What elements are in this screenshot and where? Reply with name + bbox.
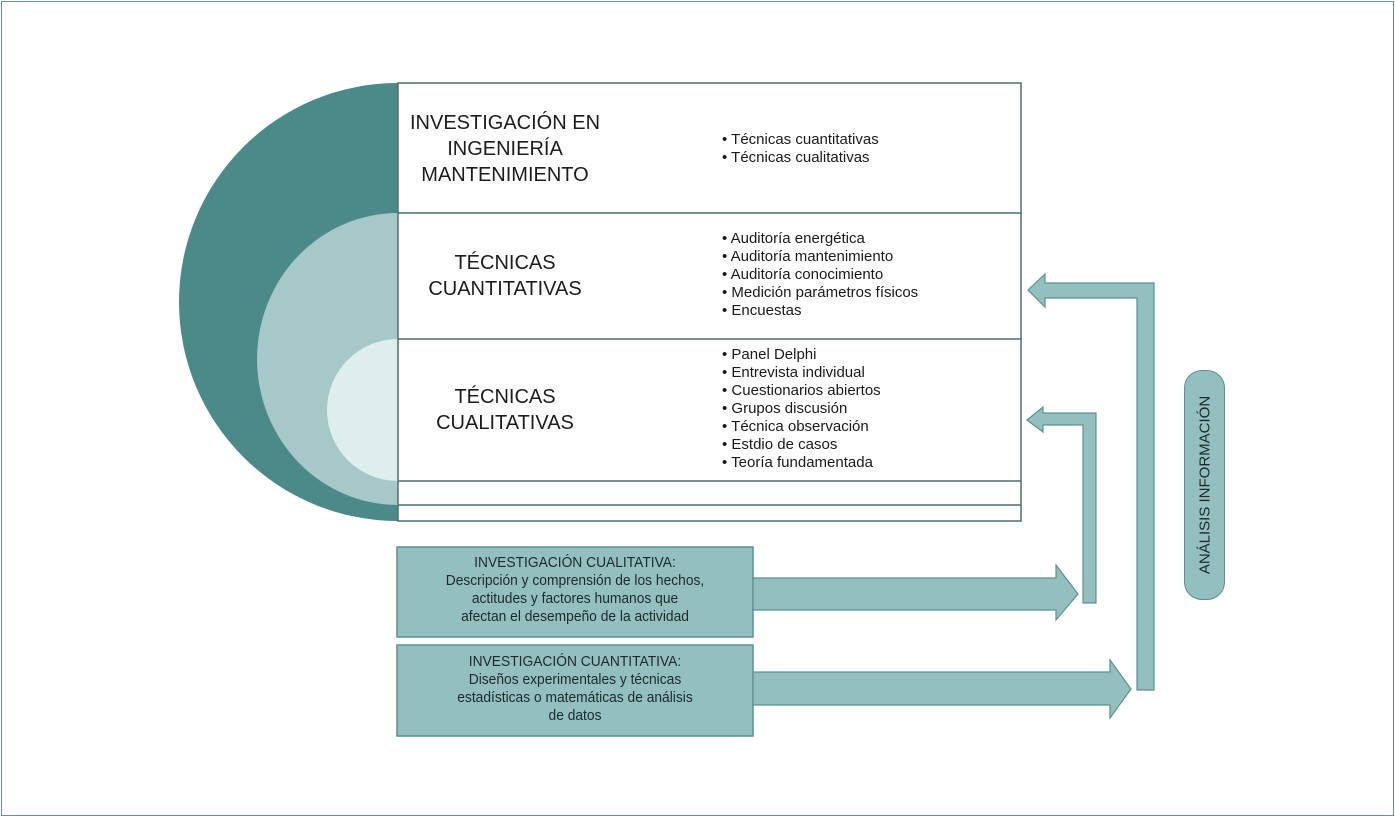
list-item: Auditoría energética	[722, 230, 918, 248]
box-line: estadísticas o matemáticas de análisis	[457, 689, 693, 706]
list-item: Medición parámetros físicos	[722, 284, 918, 302]
list-item: Técnicas cualitativas	[722, 149, 879, 167]
list-item: Cuestionarios abiertos	[722, 382, 880, 400]
box-line: de datos	[548, 707, 602, 724]
inner-half-circle	[327, 339, 398, 481]
qualitative-box	[396, 546, 754, 638]
quantitative-list: Auditoría energética Auditoría mantenimi…	[722, 230, 919, 320]
qualitative-list: Panel Delphi Entrevista individual Cuest…	[722, 346, 881, 472]
list-item: Auditoría conocimiento	[722, 266, 918, 284]
row-title-quantitative: TÉCNICAS CUANTITATIVAS	[405, 250, 605, 302]
list-item: Técnica observación	[722, 418, 881, 436]
box-heading: INVESTIGACIÓN CUALITATIVA:	[474, 554, 676, 571]
box-line: Descripción y comprensión de los hechos,	[445, 572, 705, 589]
analysis-label-pill: ANÁLISIS INFORMACIÓN	[1184, 370, 1225, 600]
analysis-label: ANÁLISIS INFORMACIÓN	[1196, 395, 1213, 575]
box-line: actitudes y factores humanos que	[471, 590, 679, 607]
quantitative-arrow	[752, 658, 1132, 720]
investigation-list: Técnicas cuantitativas Técnicas cualitat…	[722, 131, 879, 167]
list-item: Auditoría mantenimiento	[722, 248, 918, 266]
list-item: Entrevista individual	[722, 364, 881, 382]
list-item: Panel Delphi	[722, 346, 881, 364]
quantitative-box	[396, 644, 754, 737]
list-item: Estdio de casos	[722, 436, 881, 454]
title-line: CUANTITATIVAS	[428, 278, 582, 300]
box-line: afectan el desempeño de la actividad	[461, 608, 689, 625]
title-line: TÉCNICAS	[454, 252, 556, 274]
list-item: Grupos discusión	[722, 400, 881, 418]
list-item: Técnicas cuantitativas	[722, 131, 879, 149]
title-line: MANTENIMIENTO	[421, 164, 589, 186]
quantitative-box-text: INVESTIGACIÓN CUANTITATIVA: Diseños expe…	[411, 653, 739, 725]
return-arrow-qualitative	[1026, 405, 1097, 604]
title-line: INGENIERÍA	[447, 138, 563, 160]
list-item: Encuestas	[722, 302, 918, 320]
list-item: Teoría fundamentada	[722, 454, 881, 472]
title-line: CUALITATIVAS	[436, 412, 574, 434]
return-arrow-quantitative	[1027, 272, 1155, 691]
box-line: Diseños experimentales y técnicas	[468, 671, 682, 688]
title-line: INVESTIGACIÓN EN	[409, 112, 601, 134]
qualitative-box-text: INVESTIGACIÓN CUALITATIVA: Descripción y…	[411, 554, 739, 626]
qualitative-arrow	[752, 563, 1079, 622]
title-line: TÉCNICAS	[454, 386, 556, 408]
row-title-qualitative: TÉCNICAS CUALITATIVAS	[405, 384, 605, 436]
row-title-investigation: INVESTIGACIÓN EN INGENIERÍA MANTENIMIENT…	[405, 110, 605, 188]
table-border	[397, 82, 1022, 522]
box-heading: INVESTIGACIÓN CUANTITATIVA:	[468, 653, 682, 670]
